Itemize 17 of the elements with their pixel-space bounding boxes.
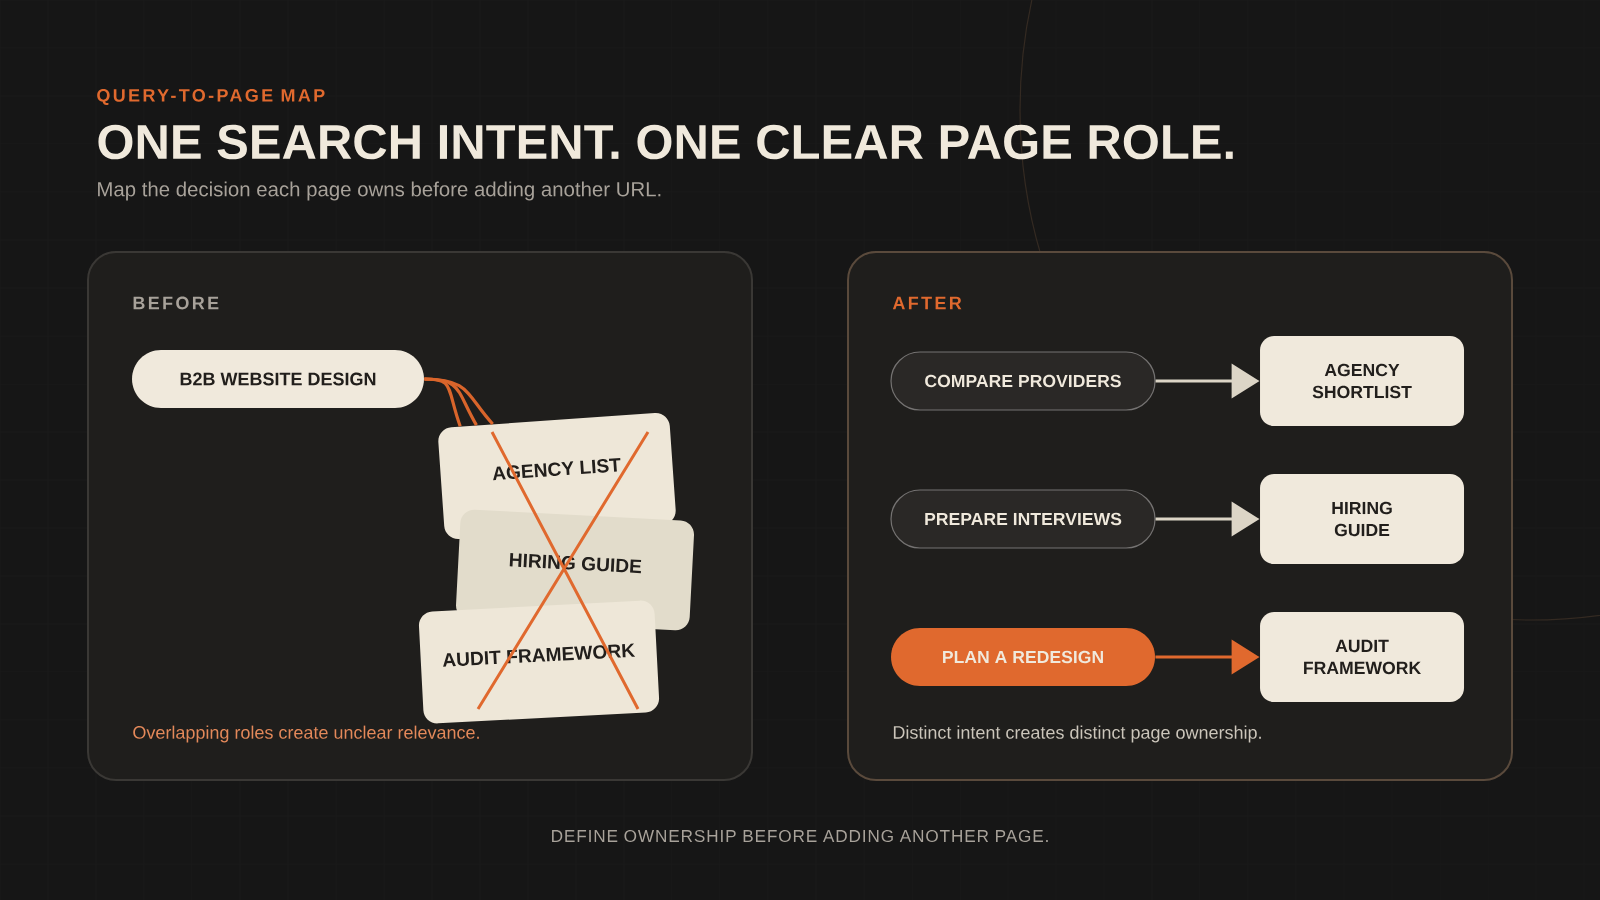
eyebrow-text: QUERY-TO-PAGE MAP bbox=[97, 88, 325, 106]
intent-pill: PREPARE INTERVIEWS bbox=[890, 489, 1156, 549]
panel-caption: Distinct intent creates distinct page ownership. bbox=[893, 725, 1261, 743]
panel-heading: BEFORE bbox=[133, 296, 219, 310]
panel-caption: Overlapping roles create unclear relevance. bbox=[133, 725, 479, 743]
page-card: AUDIT FRAMEWORK bbox=[418, 600, 660, 724]
page-box: HIRING GUIDE bbox=[1260, 474, 1464, 564]
intent-pill: PLAN A REDESIGN bbox=[891, 628, 1155, 686]
connector-line bbox=[424, 377, 494, 426]
title: ONE SEARCH INTENT. ONE CLEAR PAGE ROLE. bbox=[98, 124, 1233, 160]
query-pill: B2B WEBSITE DESIGN bbox=[132, 350, 424, 408]
subtitle: Map the decision each page owns before adding another URL. bbox=[98, 181, 661, 201]
intent-pill: COMPARE PROVIDERS bbox=[890, 351, 1156, 411]
page-box: AUDIT FRAMEWORK bbox=[1260, 612, 1464, 702]
panel-heading: AFTER bbox=[892, 296, 962, 310]
page-box: AGENCY SHORTLIST bbox=[1260, 336, 1464, 426]
footer-note: DEFINE OWNERSHIP BEFORE ADDING ANOTHER PAGE. bbox=[552, 829, 1048, 843]
